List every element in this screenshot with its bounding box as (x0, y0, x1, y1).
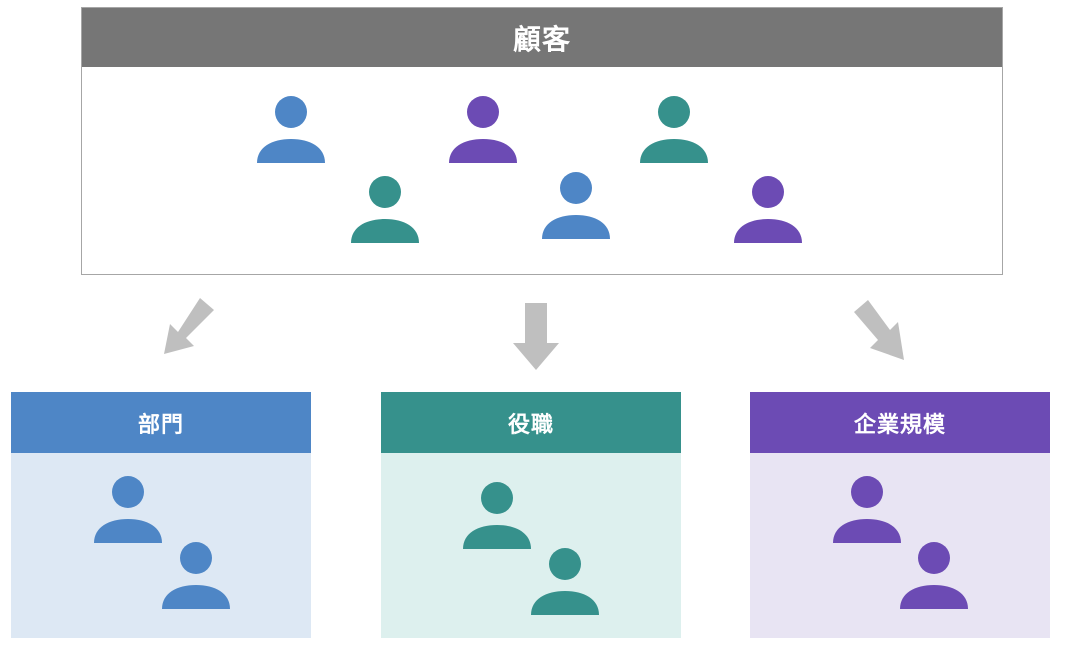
customer-title: 顧客 (512, 22, 571, 56)
arrow-down-right-icon (850, 298, 910, 366)
segment-header: 部門 (11, 392, 311, 453)
person-icon (257, 95, 325, 163)
person-icon (640, 95, 708, 163)
segment-body (750, 453, 1050, 638)
arrow-down-left-icon (158, 296, 218, 362)
segment-body (11, 453, 311, 638)
customer-box: 顧客 (81, 7, 1003, 275)
segment-header: 役職 (381, 392, 681, 453)
person-icon (94, 475, 162, 543)
person-icon (449, 95, 517, 163)
customer-header: 顧客 (82, 8, 1002, 67)
person-icon (734, 175, 802, 243)
person-icon (463, 481, 531, 549)
person-icon (542, 171, 610, 239)
segment-position: 役職 (381, 392, 681, 638)
person-icon (833, 475, 901, 543)
segment-title: 部門 (137, 412, 184, 438)
segment-title: 企業規模 (853, 412, 946, 438)
arrow-down-icon (512, 303, 560, 375)
person-icon (351, 175, 419, 243)
segment-header: 企業規模 (750, 392, 1050, 453)
person-icon (531, 547, 599, 615)
person-icon (900, 541, 968, 609)
segment-title: 役職 (507, 412, 554, 438)
segment-department: 部門 (11, 392, 311, 638)
person-icon (162, 541, 230, 609)
segment-company-size: 企業規模 (750, 392, 1050, 638)
segment-body (381, 453, 681, 638)
